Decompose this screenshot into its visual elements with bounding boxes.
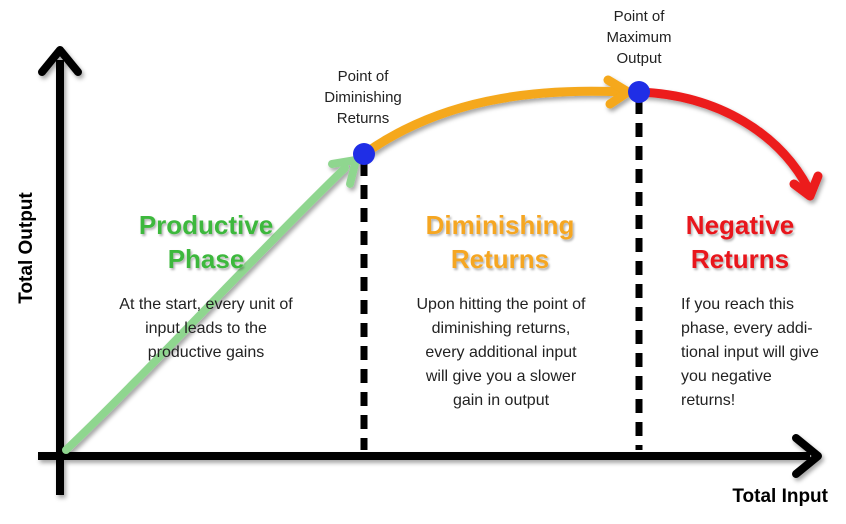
diminishing-phase-title-line-1: Diminishing bbox=[426, 210, 575, 240]
diminishing-point-label-line-2: Diminishing bbox=[324, 89, 402, 106]
productive-phase-desc-line-2: input leads to the bbox=[145, 320, 267, 337]
productive-phase-desc-line-1: At the start, every unit of bbox=[119, 296, 293, 313]
negative-phase-desc-line-5: returns! bbox=[681, 392, 735, 409]
productive-phase-title-line-1: Productive bbox=[139, 210, 273, 240]
diminishing-phase-desc-line-4: will give you a slower bbox=[425, 368, 577, 385]
diminishing-phase-desc-line-1: Upon hitting the point of bbox=[416, 296, 586, 313]
negative-phase-desc-line-3: tional input will give bbox=[681, 344, 819, 361]
productive-phase-title-line-2: Phase bbox=[168, 244, 245, 274]
negative-phase: Negative Returns If you reach this phase… bbox=[681, 210, 819, 409]
maximum-point-marker bbox=[628, 81, 650, 103]
maximum-point-label: Point of Maximum Output bbox=[606, 8, 671, 67]
maximum-point-label-line-2: Maximum bbox=[606, 29, 671, 46]
diminishing-curve bbox=[359, 75, 633, 159]
diminishing-phase-title-line-2: Returns bbox=[451, 244, 549, 274]
diminishing-phase-desc-line-3: every additional input bbox=[425, 344, 577, 361]
negative-curve-arrowhead bbox=[789, 171, 823, 201]
y-axis-label: Total Output bbox=[16, 192, 37, 304]
negative-phase-desc-line-2: phase, every addi- bbox=[681, 320, 813, 337]
negative-curve bbox=[634, 87, 823, 201]
productive-phase: Productive Phase At the start, every uni… bbox=[119, 210, 293, 361]
maximum-point-label-line-1: Point of bbox=[614, 8, 666, 25]
axes bbox=[38, 46, 822, 495]
diminishing-point-label-line-1: Point of bbox=[338, 68, 390, 85]
negative-curve-line bbox=[634, 87, 813, 193]
diminishing-point-label: Point of Diminishing Returns bbox=[324, 68, 402, 127]
x-axis-label: Total Input bbox=[732, 486, 828, 507]
diminishing-phase-desc-line-2: diminishing returns, bbox=[432, 320, 571, 337]
diminishing-phase-desc-line-5: gain in output bbox=[453, 392, 550, 409]
diminishing-point-marker bbox=[353, 143, 375, 165]
y-axis-arrowhead bbox=[38, 46, 82, 76]
maximum-point-label-line-3: Output bbox=[616, 50, 662, 67]
diminishing-curve-line bbox=[359, 86, 627, 159]
diminishing-point-label-line-3: Returns bbox=[337, 110, 390, 127]
negative-phase-desc-line-1: If you reach this bbox=[681, 296, 794, 313]
negative-phase-title-line-1: Negative bbox=[686, 210, 794, 240]
x-axis-arrowhead bbox=[792, 434, 822, 478]
diminishing-phase: Diminishing Returns Upon hitting the poi… bbox=[416, 210, 586, 409]
productive-phase-desc-line-3: productive gains bbox=[148, 344, 265, 361]
negative-phase-title-line-2: Returns bbox=[691, 244, 789, 274]
negative-phase-desc-line-4: you negative bbox=[681, 368, 772, 385]
productive-curve-line bbox=[62, 164, 349, 454]
